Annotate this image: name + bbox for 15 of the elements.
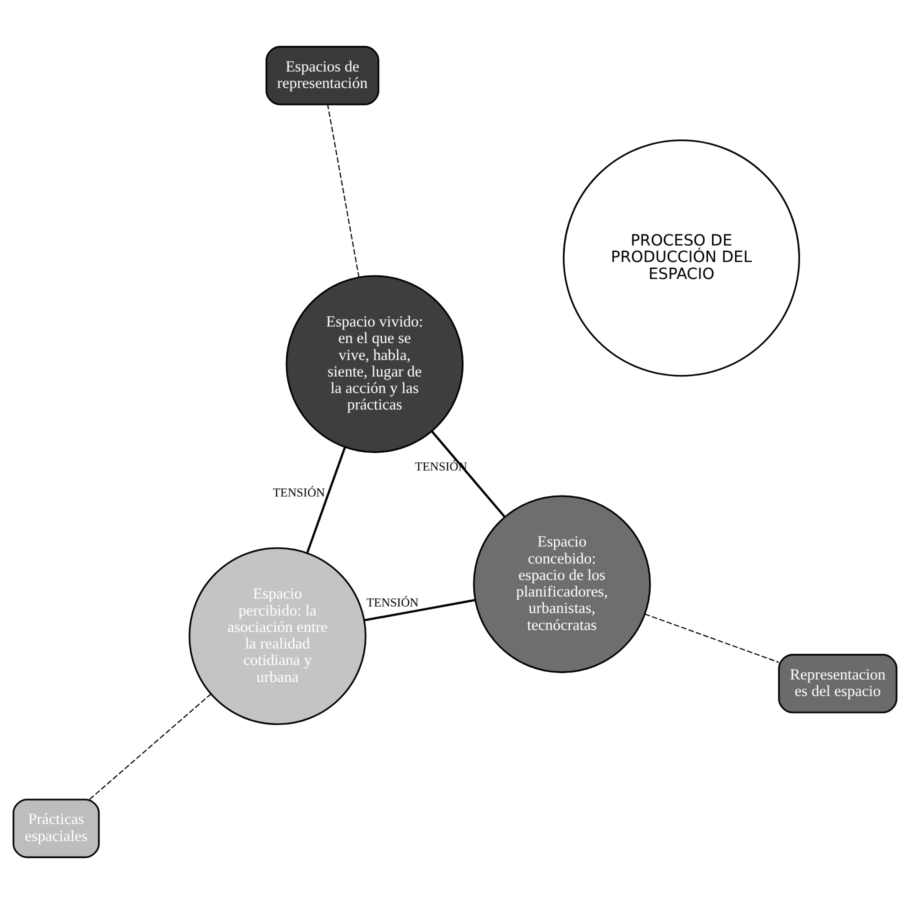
node-box: Representaciones del espacio (778, 654, 897, 714)
node-box: Espacios de representación (265, 46, 379, 106)
connector (363, 598, 476, 622)
node-box: Prácticas espaciales (12, 798, 100, 858)
node-circle: Espacio vivido: en el que se vive, habla, siente, lugar de la acción y las prácticas (285, 275, 464, 453)
connector (88, 693, 211, 800)
node-circle: Espacio concebido: espacio de los planificadores, urbanistas, tecnócratas (472, 495, 650, 674)
edge-label: TENSIÓN (366, 596, 418, 610)
edge-label: TENSIÓN (272, 486, 324, 500)
node-circle: PROCESO DE PRODUCCIÓN DEL ESPACIO (562, 139, 800, 377)
connector (306, 446, 346, 554)
connector (644, 613, 778, 663)
connector (326, 104, 360, 278)
node-circle: Espacio percibido: la asociación entre la realidad cotidiana y urbana (188, 547, 366, 726)
connector (430, 430, 506, 518)
